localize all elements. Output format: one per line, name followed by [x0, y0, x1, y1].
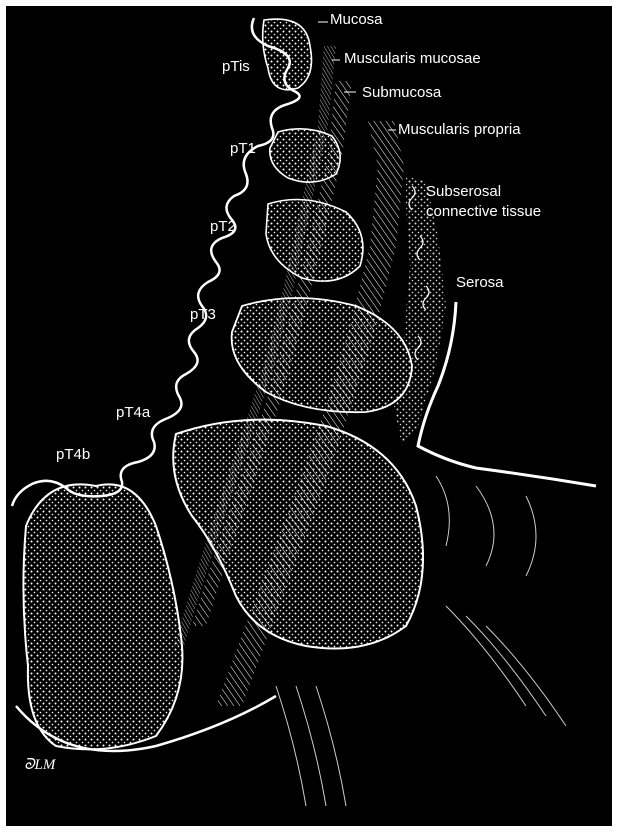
- pt4a-lesion: [173, 420, 423, 649]
- label-submucosa: Submucosa: [362, 84, 441, 101]
- label-ptis: pTis: [222, 58, 250, 75]
- label-pt1: pT1: [230, 140, 256, 157]
- label-pt4b: pT4b: [56, 446, 90, 463]
- ptis-lesion: [263, 19, 312, 90]
- label-mucosa: Mucosa: [330, 11, 383, 28]
- illustration-panel: Mucosa Muscularis mucosae Submucosa Musc…: [6, 6, 612, 826]
- label-serosa: Serosa: [456, 274, 504, 291]
- label-subserosal-line1: Subserosal: [426, 182, 541, 202]
- label-subserosal-line2: connective tissue: [426, 202, 541, 222]
- label-muscularis-mucosae: Muscularis mucosae: [344, 50, 481, 67]
- pt2-lesion: [266, 200, 363, 282]
- label-muscularis-propria: Muscularis propria: [398, 121, 521, 138]
- label-pt2: pT2: [210, 218, 236, 235]
- label-pt3: pT3: [190, 306, 216, 323]
- pt1-lesion: [270, 129, 340, 182]
- label-subserosal-connective-tissue: Subserosal connective tissue: [426, 182, 541, 222]
- pt4b-lesion: [23, 484, 182, 749]
- label-pt4a: pT4a: [116, 404, 150, 421]
- serosa-line: [418, 302, 596, 486]
- tumor-staging-illustration: [6, 6, 612, 826]
- artist-signature: ᘐLM: [24, 756, 55, 774]
